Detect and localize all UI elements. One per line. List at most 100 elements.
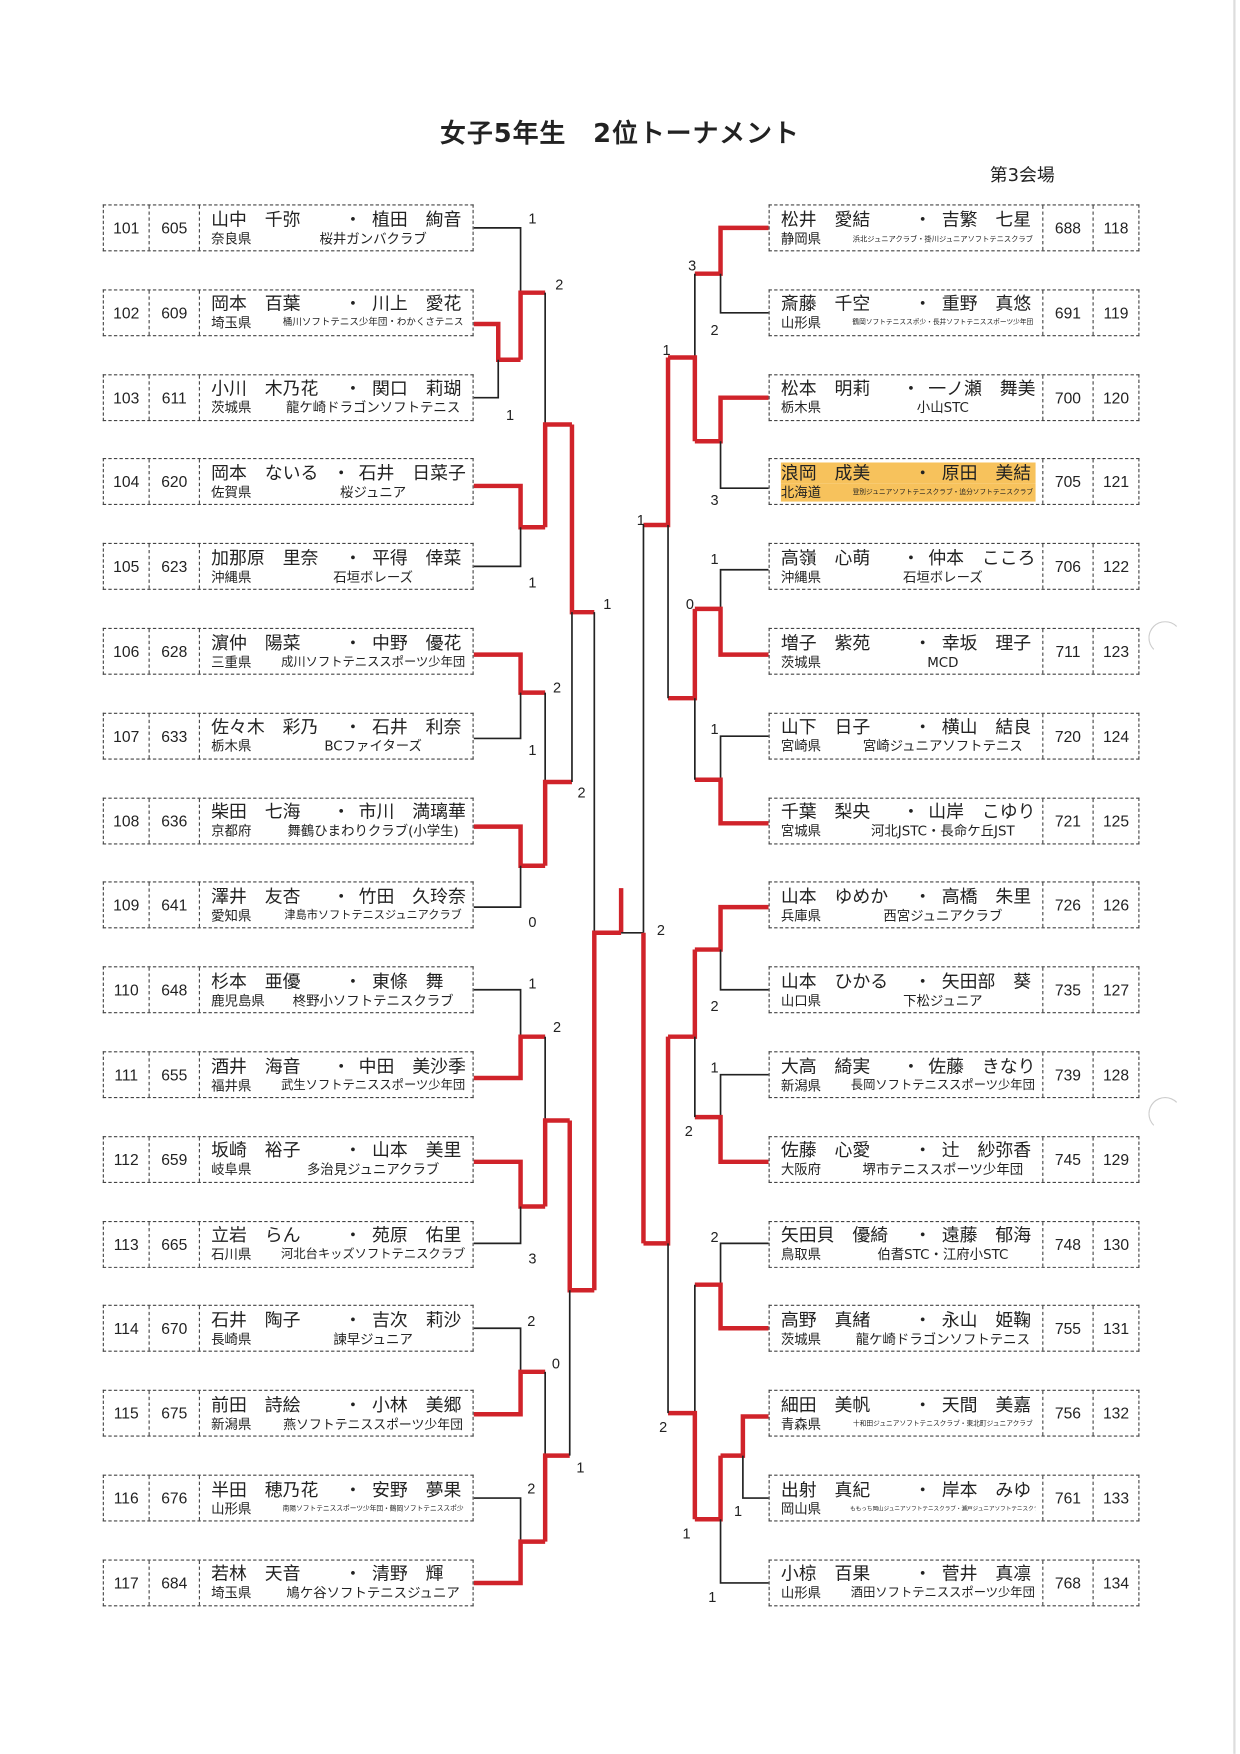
match-score: 1 [733, 1502, 743, 1520]
prefecture: 栃木県 [211, 738, 252, 755]
seed-number: 106 [104, 628, 150, 674]
prefecture: 山形県 [211, 1500, 252, 1517]
entry-number: 761 [1042, 1475, 1092, 1521]
club-name: 諫早ジュニア [333, 1331, 413, 1348]
player-2-name: 竹田 久玲奈 [358, 885, 466, 907]
entry-number: 691 [1042, 290, 1092, 335]
club-name: 桶川ソフトテニス少年団・わかくさテニス [282, 317, 464, 329]
match-score: 2 [710, 997, 719, 1015]
pair-info: 大高 綺実・佐藤 きなり 新潟県長岡ソフトテニススポーツ少年団 [770, 1052, 1043, 1097]
prefecture: 茨城県 [780, 1331, 822, 1348]
prefecture: 大阪府 [780, 1162, 822, 1178]
player-2-name: 植田 絢音 [372, 208, 462, 230]
entry-number: 684 [150, 1560, 200, 1606]
player-2-name: 吉次 莉沙 [372, 1309, 462, 1331]
separator: ・ [344, 547, 362, 569]
player-1-name: 出射 真紀 [780, 1478, 871, 1500]
match-score: 1 [710, 550, 719, 568]
player-2-name: 永山 姫鞠 [941, 1309, 1032, 1331]
player-2-name: 苑原 佑里 [372, 1224, 462, 1246]
separator: ・ [344, 1309, 362, 1331]
pair-info: 高野 真緒・永山 姫鞠 茨城県龍ケ崎ドラゴンソフトテニス [770, 1306, 1043, 1351]
entry-number: 655 [150, 1052, 200, 1098]
seed-number: 124 [1092, 713, 1139, 759]
seed-number: 120 [1092, 374, 1139, 420]
player-1-name: 柴田 七海 [211, 801, 301, 823]
player-1-name: 山下 日子 [780, 716, 871, 738]
club-name: 河北JSTC・長命ケ丘JST [870, 823, 1015, 840]
player-2-name: 高橋 朱里 [941, 885, 1032, 907]
entry-number: 705 [1042, 459, 1092, 505]
player-1-name: 松井 愛結 [780, 208, 871, 230]
pair-info: 坂崎 裕子・山本 美里 岐阜県多治見ジュニアクラブ [200, 1137, 473, 1182]
entry-number: 735 [1042, 967, 1092, 1013]
prefecture: 岐阜県 [211, 1162, 252, 1178]
entry-number: 706 [1042, 544, 1092, 589]
seed-number: 128 [1092, 1052, 1139, 1098]
match-score: 3 [710, 491, 719, 509]
player-2-name: 平得 倖菜 [372, 547, 462, 569]
player-2-name: 関口 莉瑚 [372, 377, 462, 399]
winner-line [668, 608, 698, 701]
winner-line [592, 930, 622, 1291]
entry-number: 675 [150, 1391, 200, 1436]
club-name: 西宮ジュニアクラブ [883, 908, 1003, 924]
prefecture: 鹿児島県 [211, 992, 265, 1009]
seed-number: 122 [1092, 544, 1139, 589]
pair-info: 岡本 百葉・川上 愛花 埼玉県桶川ソフトテニス少年団・わかくさテニス [200, 290, 473, 335]
entry-number: 739 [1042, 1052, 1092, 1098]
winner-line [542, 779, 572, 866]
separator: ・ [901, 1055, 920, 1077]
club-name: 酒田ソフトテニススポーツ少年団 [850, 1585, 1035, 1601]
prefecture: 福井県 [211, 1077, 252, 1094]
entry-number: 636 [150, 798, 200, 843]
player-2-name: 仲本 こころ [928, 547, 1036, 569]
club-name: BCファイターズ [324, 738, 422, 755]
bracket-line [473, 359, 500, 399]
prefecture: 埼玉県 [211, 1585, 252, 1602]
pair-info: 岡本 ないる・石井 日菜子 佐賀県桜ジュニア [200, 460, 473, 505]
entry-number: 609 [150, 290, 200, 335]
seed-number: 113 [104, 1221, 150, 1267]
separator: ・ [901, 377, 920, 399]
seed-number: 123 [1092, 628, 1139, 674]
prefecture: 奈良県 [211, 230, 252, 247]
player-1-name: 細田 美帆 [780, 1393, 871, 1416]
winner-line [694, 606, 769, 657]
entry-number: 745 [1042, 1137, 1092, 1182]
separator: ・ [344, 1139, 362, 1162]
player-2-name: 市川 満璃華 [358, 801, 466, 823]
pair-info: 立岩 らん・苑原 佑里 石川県河北台キッズソフトテニスクラブ [200, 1222, 473, 1267]
pair-info: 山本 ひかる・矢田部 葵 山口県下松ジュニア [770, 968, 1043, 1013]
seed-number: 109 [104, 882, 150, 928]
pair-info: 前田 詩絵・小林 美郷 新潟県燕ソフトテニススポーツ少年団 [200, 1391, 473, 1436]
bracket-line [473, 865, 522, 908]
bracket-line [719, 441, 769, 490]
winner-line [694, 777, 769, 826]
match-score: 3 [528, 1250, 537, 1267]
prefecture: 佐賀県 [211, 484, 252, 501]
club-name: 鳩ケ谷ソフトテニスジュニア [286, 1585, 460, 1602]
seed-number: 115 [104, 1391, 150, 1436]
separator: ・ [913, 208, 932, 230]
match-score: 1 [708, 1588, 717, 1606]
pair-info: 石井 陶子・吉次 莉沙 長崎県諫早ジュニア [200, 1306, 473, 1351]
player-1-name: 佐々木 彩乃 [211, 716, 319, 738]
match-score: 1 [576, 1458, 585, 1476]
entry-number: 726 [1042, 882, 1092, 928]
player-2-name: 川上 愛花 [372, 293, 462, 315]
player-2-name: 石井 利奈 [372, 716, 462, 738]
club-name: ももっち岡山ジュニアソフトテニスクラブ・瀬戸ジュニアソフトテニスクラブ [850, 1505, 1036, 1513]
entry-number: 659 [150, 1137, 200, 1182]
player-1-name: 半田 穂乃花 [211, 1478, 319, 1500]
pair-info: 酒井 海音・中田 美沙季 福井県武生ソフトテニススポーツ少年団 [200, 1052, 473, 1097]
separator: ・ [344, 1478, 362, 1500]
separator: ・ [913, 1478, 932, 1500]
